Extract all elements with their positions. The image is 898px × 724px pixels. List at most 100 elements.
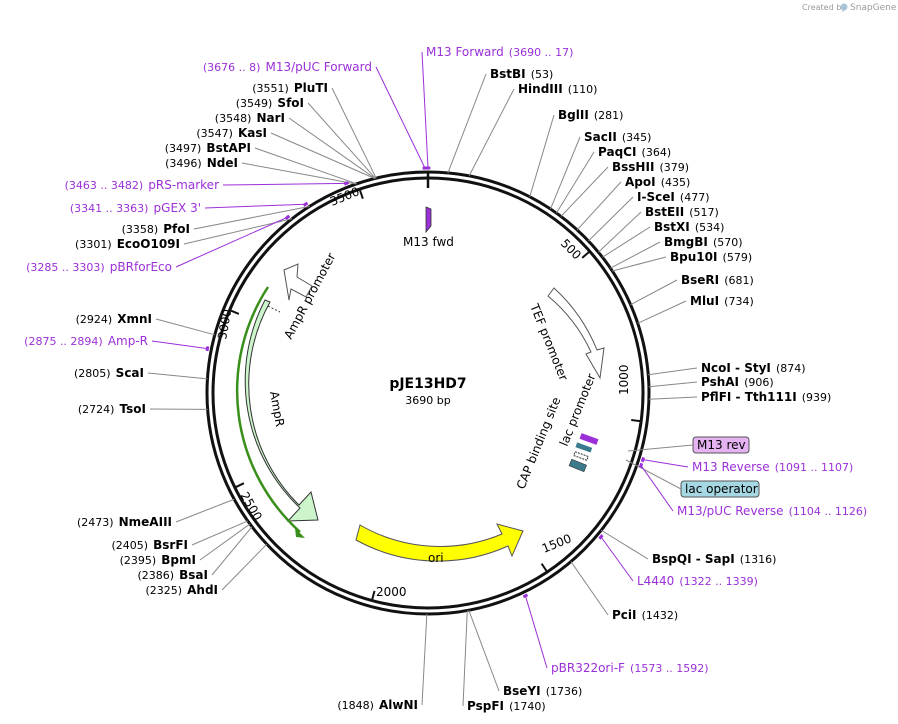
lac-features: lac promoter CAP binding site — [514, 372, 599, 491]
site-name: KasI — [238, 126, 267, 140]
primer-leader-line — [175, 216, 288, 268]
primer-leader-line — [222, 182, 347, 186]
lac-feature-2 — [575, 442, 593, 453]
site-position: (379) — [660, 161, 690, 174]
site-position: (517) — [689, 206, 719, 219]
tick-label: 1500 — [540, 531, 574, 555]
site-name: BstBI — [490, 67, 526, 81]
primer-mark — [302, 201, 309, 207]
primer-label: pBR322ori-F (1573 .. 1592) — [551, 657, 709, 676]
lac-promoter-label: lac promoter — [557, 372, 599, 448]
site-label: (2805) ScaI — [74, 362, 144, 381]
primer-position: (3285 .. 3303) — [26, 261, 105, 274]
site-leader-line — [307, 102, 376, 179]
site-label: (3551) PluTI — [252, 77, 328, 96]
site-leader-line — [648, 396, 698, 400]
site-leader-line — [191, 520, 248, 546]
primer-position: (2875 .. 2894) — [24, 335, 103, 348]
site-label: (1848) AlwNI — [337, 694, 418, 713]
site-label: PshAI (906) — [701, 371, 774, 390]
site-position: (1736) — [546, 685, 583, 698]
site-position: (1432) — [642, 609, 679, 622]
primer-mark — [640, 456, 646, 463]
credit-prefix: Created by — [802, 3, 846, 12]
primer-label: (3463 .. 3482) pRS-marker — [65, 174, 219, 193]
plasmid-name: pJE13HD7 — [389, 376, 466, 392]
site-position: (3549) — [236, 97, 273, 110]
primer-label: (3676 .. 8) M13/pUC Forward — [203, 56, 372, 75]
tick-label: 2500 — [237, 490, 264, 523]
site-leader-line — [560, 166, 609, 217]
site-leader-line — [600, 529, 649, 560]
primer-name: M13 Reverse — [692, 460, 770, 474]
site-leader-line — [155, 318, 215, 336]
site-leader-line — [555, 151, 595, 214]
primer-position: (3341 .. 3363) — [70, 202, 149, 215]
site-label: SacII (345) — [584, 126, 651, 145]
site-name: PflFI - Tth111I — [701, 390, 797, 404]
primer-name: M13/pUC Reverse — [677, 504, 784, 518]
site-label: (3358) PfoI — [122, 218, 190, 237]
site-position: (874) — [776, 362, 806, 375]
site-leader-line — [468, 88, 515, 177]
site-label: HindIII (110) — [518, 78, 597, 97]
site-name: BglII — [558, 108, 589, 122]
site-leader-line — [612, 256, 667, 272]
ori-arrow — [355, 523, 524, 562]
site-leader-line — [602, 226, 651, 258]
site-position: (3301) — [75, 238, 112, 251]
site-leader-line — [648, 367, 698, 376]
site-leader-line — [529, 114, 555, 197]
primer-name: pGEX 3' — [154, 201, 201, 215]
site-label: (3549) SfoI — [236, 92, 304, 111]
tick-label: 3000 — [215, 308, 234, 341]
primer-name: M13 Forward — [426, 45, 504, 59]
svg-text:lac operator: lac operator — [685, 482, 758, 496]
lac-feature-1 — [579, 433, 599, 445]
site-name: XmnI — [117, 312, 152, 326]
site-label: (2724) TsoI — [78, 398, 146, 417]
site-leader-line — [254, 147, 357, 185]
site-leader-line — [588, 196, 634, 242]
m13-fwd-arrow — [425, 206, 432, 234]
primer-label: (2875 .. 2894) Amp-R — [24, 330, 148, 349]
site-position: (477) — [680, 191, 710, 204]
primer-name: pBRforEco — [110, 260, 172, 274]
site-position: (534) — [695, 221, 725, 234]
site-leader-line — [199, 523, 251, 561]
site-position: (2386) — [137, 569, 174, 582]
site-label: BseRI (681) — [681, 269, 754, 288]
site-position: (939) — [802, 391, 832, 404]
lac-feature-3 — [573, 451, 589, 461]
site-name: ScaI — [116, 366, 144, 380]
site-position: (2924) — [76, 313, 113, 326]
site-name: BsrFI — [153, 538, 188, 552]
site-label: PciI (1432) — [612, 604, 678, 623]
site-label: BstEII (517) — [645, 201, 719, 220]
site-name: PluTI — [294, 81, 328, 95]
site-label: BmgBI (570) — [664, 231, 743, 250]
ampr-label: AmpR — [267, 390, 287, 428]
primer-position: (1573 .. 1592) — [630, 662, 709, 675]
tick-mark — [581, 250, 591, 259]
site-label: BseYI (1736) — [503, 680, 582, 699]
site-name: BsaI — [179, 568, 208, 582]
site-position: (2805) — [74, 367, 111, 380]
site-name: BstAPI — [206, 141, 251, 155]
tick-mark — [229, 309, 240, 315]
primer-mark — [343, 181, 350, 186]
snapgene-logo-icon — [840, 3, 848, 11]
site-name: BssHII — [612, 160, 654, 174]
site-leader-line — [175, 498, 235, 523]
site-leader-line — [147, 372, 208, 380]
primer-leader-line — [600, 536, 634, 582]
site-name: BseYI — [503, 684, 541, 698]
site-name: SacII — [584, 130, 617, 144]
tick-label: 2000 — [376, 585, 407, 599]
site-label: (3301) EcoO109I — [75, 233, 180, 252]
site-name: AlwNI — [379, 698, 418, 712]
site-name: AhdI — [187, 583, 218, 597]
lac-operator-box: lac operator — [625, 459, 760, 498]
site-position: (110) — [568, 83, 598, 96]
site-position: (2395) — [120, 554, 157, 567]
